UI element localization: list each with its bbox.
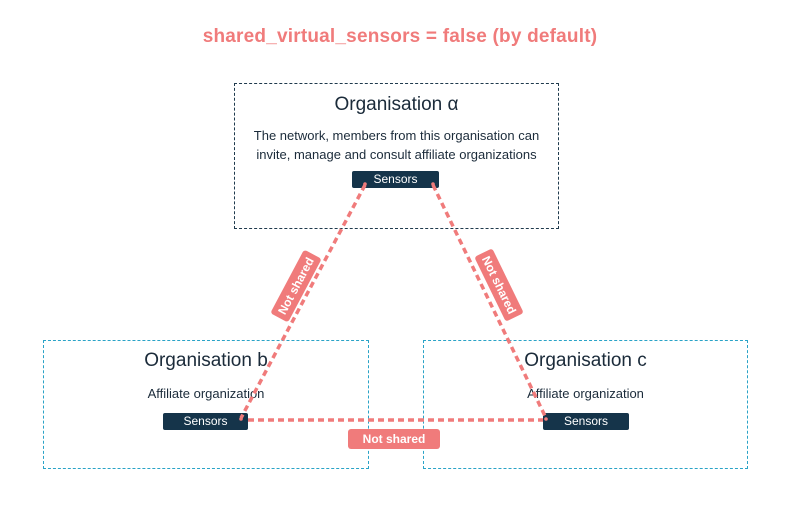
link-badge-alpha-c-label: Not shared — [479, 254, 519, 316]
organisation-b-sensors[interactable]: Sensors — [163, 413, 248, 430]
organisation-alpha-box: Organisation α The network, members from… — [234, 83, 559, 229]
organisation-b-box: Organisation b Affiliate organization — [43, 340, 369, 469]
organisation-c-box: Organisation c Affiliate organization — [423, 340, 748, 469]
page-title: shared_virtual_sensors = false (by defau… — [202, 26, 598, 47]
organisation-alpha-description: The network, members from this organisat… — [235, 126, 558, 164]
link-badge-alpha-b: Not shared — [271, 250, 321, 322]
link-badge-alpha-b-label: Not shared — [275, 255, 317, 317]
organisation-c-description: Affiliate organization — [527, 386, 644, 401]
organisation-b-title: Organisation b — [144, 350, 268, 371]
link-badge-alpha-c: Not shared — [475, 249, 523, 321]
organisation-alpha-description-line-1: The network, members from this organisat… — [253, 128, 540, 143]
organisation-b-description: Affiliate organization — [147, 386, 265, 401]
link-badge-b-c-label: Not shared — [363, 432, 426, 446]
organisation-c-sensors[interactable]: Sensors — [543, 413, 629, 430]
organisation-alpha-sensors[interactable]: Sensors — [352, 171, 439, 188]
organisation-alpha-description-line-2: invite, manage and consult affiliate org… — [256, 147, 537, 162]
organisation-c-title: Organisation c — [524, 350, 647, 371]
organisation-alpha-title: Organisation α — [334, 94, 459, 115]
